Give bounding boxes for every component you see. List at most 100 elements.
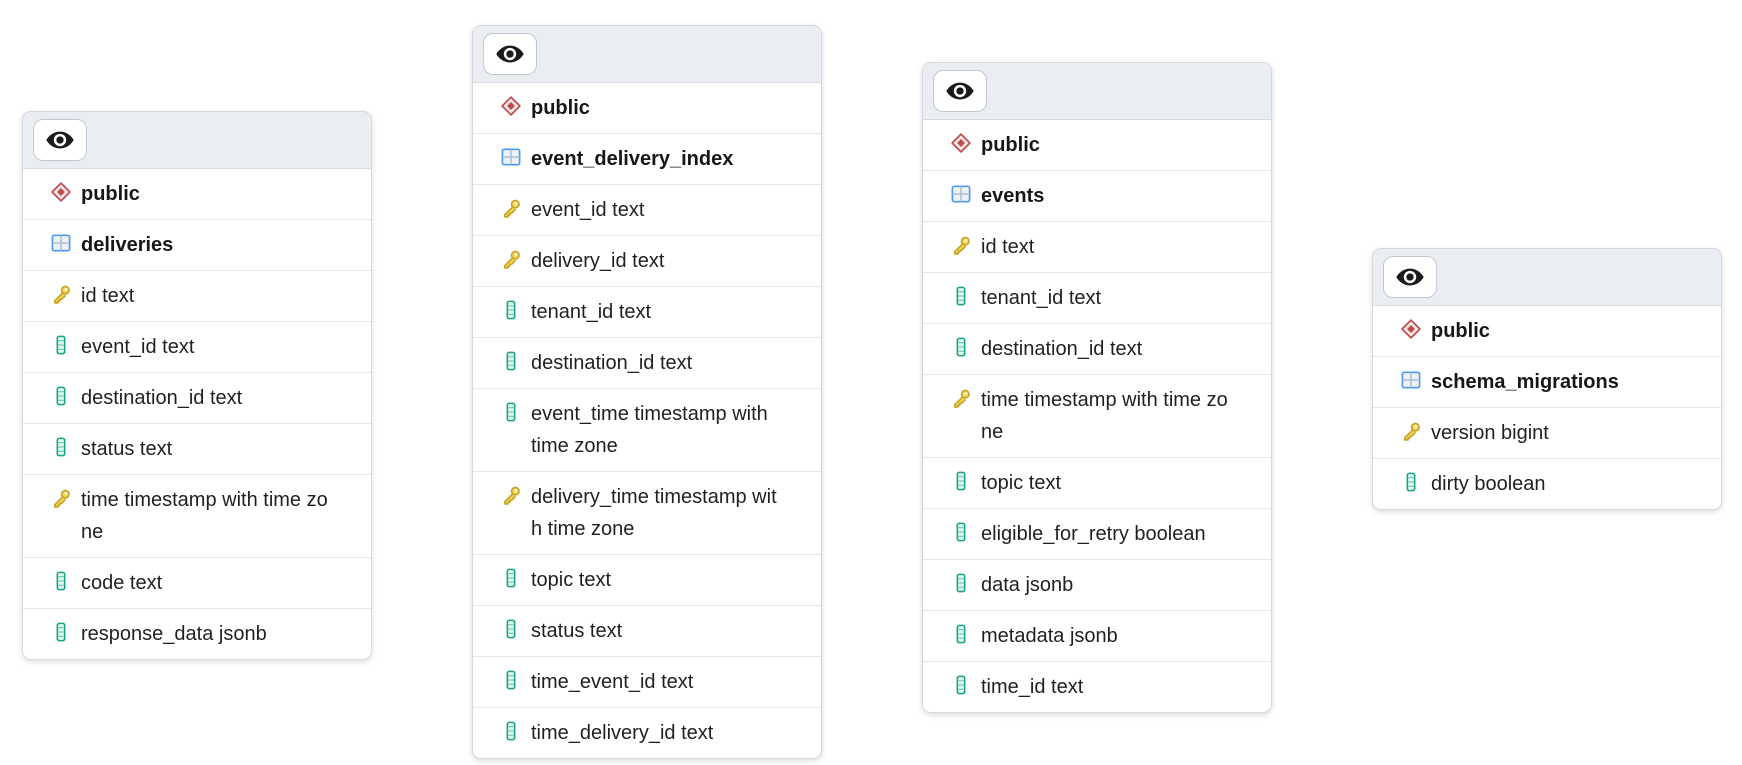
table-icon — [50, 232, 72, 254]
column-icon — [500, 299, 522, 321]
column-label: time_id text — [981, 676, 1084, 698]
table-card-deliveries[interactable]: public deliveries id text event_id text — [22, 111, 372, 660]
column-icon — [500, 567, 522, 589]
key-icon — [500, 248, 522, 271]
column-row: version bigint — [1373, 407, 1721, 458]
column-label: destination_id text — [531, 352, 693, 374]
column-icon — [500, 669, 522, 691]
column-icon — [50, 621, 72, 643]
table-icon — [1400, 369, 1422, 391]
column-label: data jsonb — [981, 574, 1074, 596]
table-card-event_delivery_index[interactable]: public event_delivery_index event_id tex… — [472, 25, 822, 759]
card-body: public events id text tenant_id text d — [923, 120, 1271, 712]
column-row: time_event_id text — [473, 656, 821, 707]
diamond-icon — [950, 132, 972, 154]
column-row: tenant_id text — [923, 272, 1271, 323]
column-row: event_time timestamp with time zone — [473, 388, 821, 471]
column-label: status text — [81, 438, 173, 460]
card-body: public event_delivery_index event_id tex… — [473, 83, 821, 758]
column-icon — [950, 336, 972, 358]
table-name-label: deliveries — [81, 234, 174, 256]
table-card-events[interactable]: public events id text tenant_id text d — [922, 62, 1272, 713]
column-label: topic text — [981, 472, 1062, 494]
column-row: destination_id text — [473, 337, 821, 388]
column-row: event_id text — [23, 321, 371, 372]
card-header — [923, 63, 1271, 120]
column-row: delivery_id text — [473, 235, 821, 286]
column-row: destination_id text — [23, 372, 371, 423]
column-icon — [500, 350, 522, 372]
visibility-toggle-button[interactable] — [1383, 256, 1437, 298]
card-header — [1373, 249, 1721, 306]
card-header — [23, 112, 371, 169]
column-row: event_id text — [473, 184, 821, 235]
column-icon — [500, 401, 522, 423]
column-label: time_delivery_id text — [531, 722, 714, 744]
column-row: time_delivery_id text — [473, 707, 821, 758]
column-row: id text — [923, 221, 1271, 272]
visibility-toggle-button[interactable] — [483, 33, 537, 75]
column-row: status text — [23, 423, 371, 474]
visibility-toggle-button[interactable] — [933, 70, 987, 112]
column-label: destination_id text — [81, 387, 243, 409]
column-label: time timestamp with time zone — [981, 389, 1228, 443]
column-icon — [950, 623, 972, 645]
eye-icon — [945, 79, 975, 103]
table-icon — [950, 183, 972, 205]
key-icon — [1400, 420, 1422, 443]
column-row: topic text — [473, 554, 821, 605]
column-label: response_data jsonb — [81, 623, 267, 645]
column-label: id text — [981, 236, 1035, 258]
card-header — [473, 26, 821, 83]
column-row: tenant_id text — [473, 286, 821, 337]
column-label: time_event_id text — [531, 671, 694, 693]
column-row: code text — [23, 557, 371, 608]
column-label: event_time timestamp with time zone — [531, 403, 768, 457]
schema-row: public — [1373, 306, 1721, 356]
column-row: time_id text — [923, 661, 1271, 712]
column-row: response_data jsonb — [23, 608, 371, 659]
column-label: version bigint — [1431, 422, 1549, 444]
diamond-icon — [1400, 318, 1422, 340]
column-row: metadata jsonb — [923, 610, 1271, 661]
table-name-label: event_delivery_index — [531, 148, 734, 170]
table-name-label: events — [981, 185, 1045, 207]
schema-label: public — [1431, 320, 1490, 342]
key-icon — [500, 484, 522, 507]
column-label: eligible_for_retry boolean — [981, 523, 1206, 545]
eye-icon — [45, 128, 75, 152]
schema-row: public — [23, 169, 371, 219]
schema-row: public — [923, 120, 1271, 170]
column-label: tenant_id text — [981, 287, 1102, 309]
column-label: dirty boolean — [1431, 473, 1546, 495]
column-row: data jsonb — [923, 559, 1271, 610]
table-name-row: deliveries — [23, 219, 371, 270]
schema-row: public — [473, 83, 821, 133]
column-row: eligible_for_retry boolean — [923, 508, 1271, 559]
column-icon — [950, 521, 972, 543]
visibility-toggle-button[interactable] — [33, 119, 87, 161]
table-card-schema_migrations[interactable]: public schema_migrations version bigint … — [1372, 248, 1722, 510]
column-label: time timestamp with time zone — [81, 489, 328, 543]
column-icon — [950, 572, 972, 594]
column-row: destination_id text — [923, 323, 1271, 374]
column-icon — [950, 285, 972, 307]
diamond-icon — [500, 95, 522, 117]
column-row: time timestamp with time zone — [923, 374, 1271, 457]
schema-label: public — [531, 97, 590, 119]
column-label: tenant_id text — [531, 301, 652, 323]
key-icon — [50, 487, 72, 510]
column-label: code text — [81, 572, 163, 594]
column-label: delivery_id text — [531, 250, 665, 272]
column-label: event_id text — [531, 199, 645, 221]
column-label: topic text — [531, 569, 612, 591]
column-icon — [500, 618, 522, 640]
table-icon — [500, 146, 522, 168]
table-name-label: schema_migrations — [1431, 371, 1619, 393]
diamond-icon — [50, 181, 72, 203]
column-row: id text — [23, 270, 371, 321]
column-row: time timestamp with time zone — [23, 474, 371, 557]
key-icon — [50, 283, 72, 306]
column-row: dirty boolean — [1373, 458, 1721, 509]
